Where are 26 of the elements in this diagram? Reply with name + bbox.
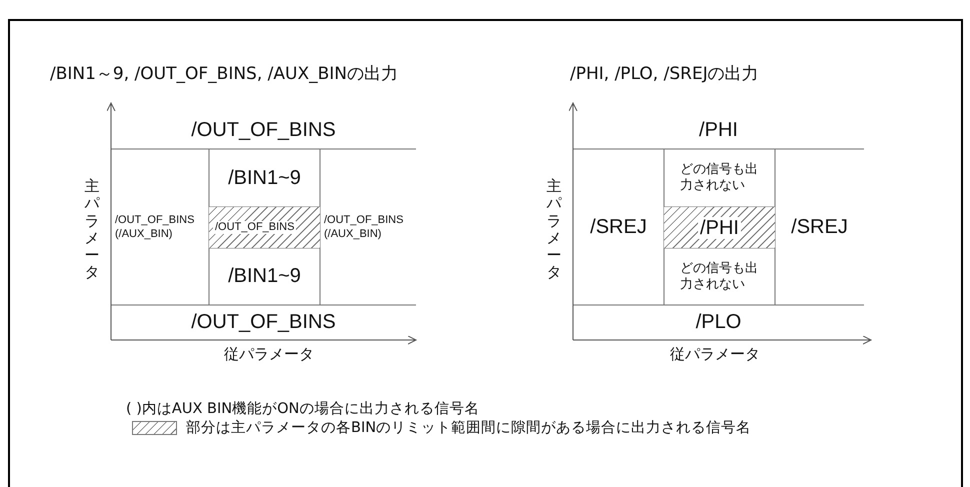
signal-label: (/AUX_BIN): [324, 227, 382, 241]
signal-label: /BIN1~9: [228, 166, 301, 190]
axis-label: 従パラメータ: [224, 345, 314, 364]
signal-label: (/AUX_BIN): [115, 227, 172, 241]
signal-label: /BIN1~9: [228, 265, 301, 288]
note-text: ( )内はAUX BIN機能がONの場合に出力される信号名: [126, 400, 480, 418]
signal-label: /PLO: [696, 311, 742, 334]
signal-label: /OUT_OF_BINS: [324, 213, 404, 227]
signal-label: /SREJ: [590, 216, 647, 238]
hatched-cell: [664, 207, 775, 248]
signal-label: /OUT_OF_BINS: [191, 311, 336, 334]
signal-label: /OUT_OF_BINS: [115, 213, 194, 227]
legend-text: 部分は主パラメータの各BINのリミット範囲間に隙間がある場合に出力される信号名: [186, 418, 752, 437]
signal-label: どの信号も出力されない: [680, 260, 759, 292]
signal-label: どの信号も出力されない: [680, 162, 759, 194]
axis-label: 主パラメータ: [546, 178, 562, 282]
signal-label: /OUT_OF_BINS: [191, 118, 336, 142]
signal-label: /PHI: [698, 216, 741, 238]
signal-label: /SREJ: [791, 216, 848, 238]
signal-label: /OUT_OF_BINS: [213, 221, 296, 234]
chart-title: /BIN1～9, /OUT_OF_BINS, /AUX_BINの出力: [50, 63, 398, 85]
signal-label: /PHI: [699, 118, 738, 142]
chart-title: /PHI, /PLO, /SREJの出力: [570, 63, 759, 85]
axis-label: 従パラメータ: [670, 345, 760, 364]
hatched-cell: [209, 207, 320, 248]
axis-label: 主パラメータ: [84, 178, 100, 282]
